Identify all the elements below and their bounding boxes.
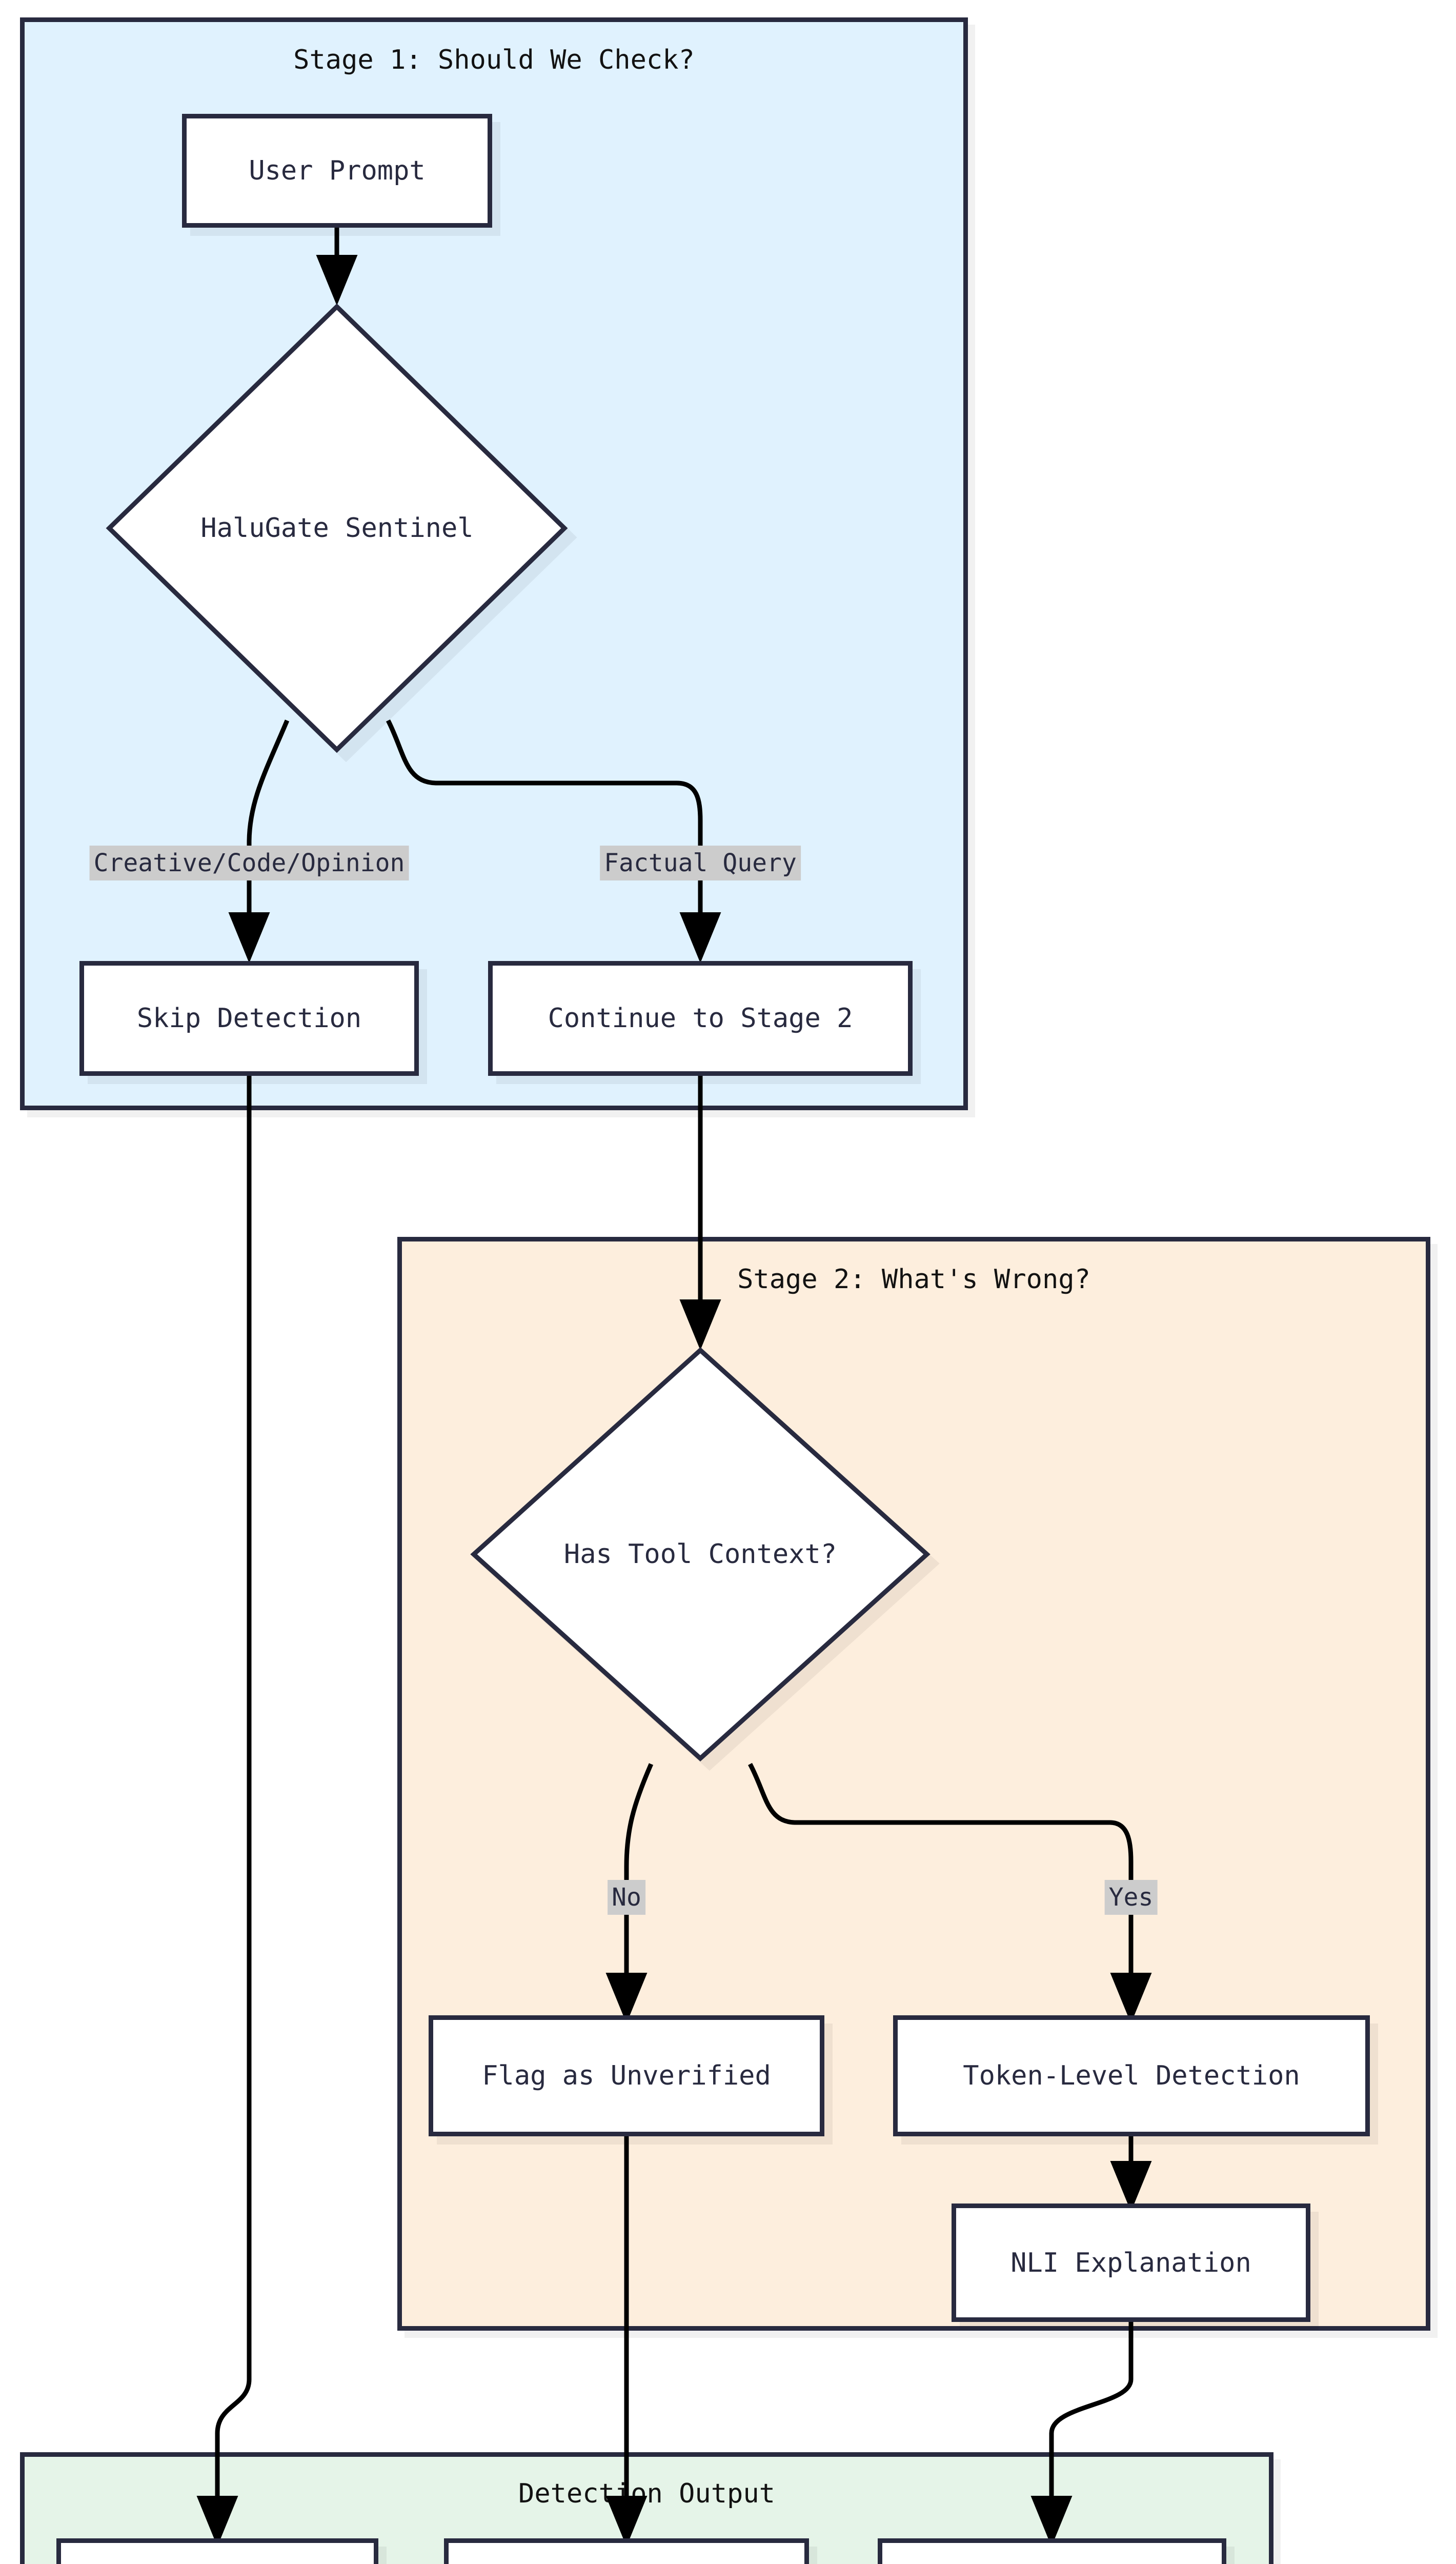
node-warning-header[interactable]: Warning Header <box>444 2538 809 2564</box>
node-flag-as-unverified-label: Flag as Unverified <box>482 2060 771 2091</box>
node-token-level-detection-label: Token-Level Detection <box>963 2060 1300 2091</box>
node-flag-as-unverified[interactable]: Flag as Unverified <box>429 2015 824 2136</box>
node-pass-through[interactable]: Pass Through <box>56 2538 378 2564</box>
edge-sentinel-to-continue <box>386 719 721 963</box>
edge-label-factual-query: Factual Query <box>600 846 801 880</box>
node-detailed-report[interactable]: Detailed Report <box>878 2538 1226 2564</box>
node-halugate-sentinel[interactable]: HaluGate Sentinel <box>103 297 572 759</box>
node-halugate-sentinel-label: HaluGate Sentinel <box>200 513 474 544</box>
node-has-tool-context[interactable]: Has Tool Context? <box>467 1342 934 1767</box>
cluster-stage-2: Stage 2: What's Wrong? <box>397 1237 1430 2331</box>
node-nli-explanation[interactable]: NLI Explanation <box>952 2204 1310 2322</box>
node-nli-explanation-label: NLI Explanation <box>1010 2247 1251 2278</box>
node-skip-detection[interactable]: Skip Detection <box>79 961 419 1076</box>
node-skip-detection-label: Skip Detection <box>136 1003 362 1034</box>
cluster-stage-1-title: Stage 1: Should We Check? <box>293 45 695 75</box>
edge-label-creative-code-opinion: Creative/Code/Opinion <box>89 846 409 880</box>
edge-skip-to-pass <box>196 1076 252 2547</box>
edge-nli-to-report <box>1030 2322 1134 2547</box>
cluster-stage-2-title: Stage 2: What's Wrong? <box>737 1264 1090 1295</box>
edge-label-no: No <box>608 1880 645 1915</box>
edge-has-tool-to-token <box>748 1762 1152 2024</box>
node-user-prompt-label: User Prompt <box>249 155 426 186</box>
node-continue-to-stage-2-label: Continue to Stage 2 <box>548 1003 853 1034</box>
node-user-prompt[interactable]: User Prompt <box>182 114 492 228</box>
node-token-level-detection[interactable]: Token-Level Detection <box>893 2015 1370 2136</box>
edge-label-yes: Yes <box>1104 1880 1158 1915</box>
edge-sentinel-to-skip <box>228 719 290 963</box>
node-has-tool-context-label: Has Tool Context? <box>563 1539 837 1570</box>
edge-has-tool-to-flag <box>605 1763 654 2024</box>
node-continue-to-stage-2[interactable]: Continue to Stage 2 <box>488 961 913 1076</box>
